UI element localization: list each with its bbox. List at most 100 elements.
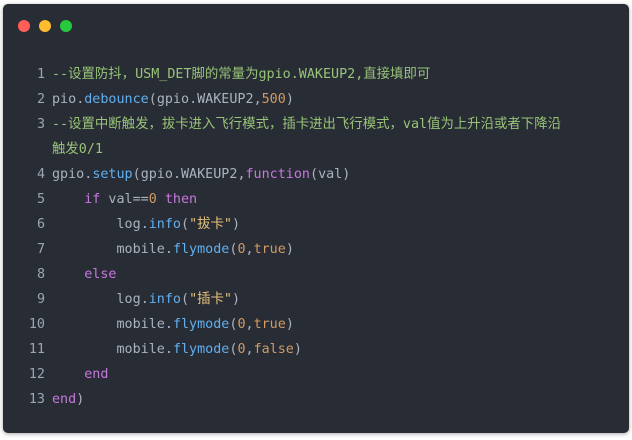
line-number: 10 (28, 317, 45, 332)
code-token: , (245, 342, 254, 357)
code-text: log.info("拔卡") (52, 212, 240, 237)
code-token: --设置防抖，USM_DET脚的常量为gpio.WAKEUP2,直接填即可 (52, 67, 431, 82)
code-token: WAKEUP2 (181, 167, 238, 182)
code-token: end (52, 392, 77, 407)
code-text: end) (52, 387, 84, 412)
code-token: 0 (237, 342, 246, 357)
code-token: debounce (84, 92, 149, 107)
code-text: mobile.flymode(0,false) (52, 337, 301, 362)
code-token: ( (181, 217, 190, 232)
code-text: --设置中断触发，拔卡进入飞行模式，插卡进出飞行模式，val值为上升沿或者下降沿 (52, 112, 561, 137)
code-token: flymode (172, 242, 230, 257)
code-token: ) (231, 217, 241, 232)
line-number: 8 (36, 267, 45, 282)
line-number: 9 (36, 292, 45, 307)
code-token: ( (148, 92, 157, 107)
code-token: ) (285, 317, 294, 332)
code-text: mobile.flymode(0,true) (52, 237, 294, 262)
code-token (52, 267, 84, 282)
code-token: . (164, 342, 173, 357)
code-token (52, 367, 84, 382)
code-token: ) (285, 242, 294, 257)
code-line: 5 if val==0 then (3, 187, 629, 212)
minimize-dot-icon[interactable] (39, 20, 51, 32)
line-number: 11 (28, 342, 45, 357)
code-token: ( (310, 167, 319, 182)
line-number: 6 (36, 217, 45, 232)
code-token: val (100, 192, 133, 207)
code-text: 触发0/1 (52, 137, 103, 162)
code-token: . (140, 217, 149, 232)
code-line: 10 mobile.flymode(0,true) (3, 312, 629, 337)
code-token: ) (285, 92, 294, 107)
code-token: , (253, 92, 262, 107)
code-token: end (84, 367, 109, 382)
code-token: true (253, 242, 286, 257)
code-line: 触发0/1 (3, 137, 629, 162)
code-text: log.info("插卡") (52, 287, 240, 312)
code-token: ( (229, 342, 238, 357)
code-token: val (318, 167, 343, 182)
maximize-dot-icon[interactable] (60, 20, 72, 32)
code-line: 6 log.info("拔卡") (3, 212, 629, 237)
code-line: 3 --设置中断触发，拔卡进入飞行模式，插卡进出飞行模式，val值为上升沿或者下降… (3, 112, 629, 137)
code-token: . (140, 292, 149, 307)
code-line: 8 else (3, 262, 629, 287)
code-line: 12 end (3, 362, 629, 387)
code-token: log (52, 292, 141, 307)
code-token: --设置中断触发，拔卡进入飞行模式，插卡进出飞行模式，val值为上升沿或者下降沿 (52, 117, 561, 132)
code-token: info (148, 217, 181, 232)
code-text: end (52, 362, 108, 387)
close-dot-icon[interactable] (18, 20, 30, 32)
code-token: 0 (148, 192, 157, 207)
code-token: if (84, 192, 101, 207)
code-line: 11 mobile.flymode(0,false) (3, 337, 629, 362)
code-token: log (52, 217, 141, 232)
code-token: . (189, 92, 198, 107)
code-token: ( (181, 292, 190, 307)
line-number: 7 (36, 242, 45, 257)
code-token: 0 (237, 317, 246, 332)
code-text: --设置防抖，USM_DET脚的常量为gpio.WAKEUP2,直接填即可 (52, 62, 430, 87)
code-token (52, 192, 84, 207)
code-token: gpio (156, 92, 190, 107)
code-text: else (52, 262, 116, 287)
code-token: flymode (172, 342, 230, 357)
code-text: mobile.flymode(0,true) (52, 312, 294, 337)
code-token: , (237, 167, 246, 182)
code-token: . (164, 242, 173, 257)
code-token: mobile (52, 342, 165, 357)
code-token: gpio (52, 167, 85, 182)
code-token: . (172, 167, 181, 182)
code-token: then (164, 192, 198, 207)
code-token: . (164, 317, 173, 332)
code-token: ( (229, 242, 238, 257)
line-number: 12 (28, 367, 45, 382)
line-number: 3 (36, 117, 45, 132)
code-line: 7 mobile.flymode(0,true) (3, 237, 629, 262)
code-token: true (253, 317, 286, 332)
code-text: if val==0 then (52, 187, 197, 212)
code-token (157, 192, 165, 207)
code-line: 1--设置防抖，USM_DET脚的常量为gpio.WAKEUP2,直接填即可 (3, 62, 629, 87)
code-token: , (245, 242, 254, 257)
code-token: . (84, 167, 93, 182)
line-number: 4 (36, 167, 45, 182)
code-token: 0 (237, 242, 246, 257)
code-token: ( (132, 167, 141, 182)
code-token: function (245, 167, 311, 182)
code-token: setup (92, 167, 133, 182)
line-number: 5 (36, 192, 45, 207)
code-token: false (253, 342, 294, 357)
code-token: 触发0/1 (52, 142, 103, 157)
code-token: "插卡" (189, 292, 232, 307)
code-line: 9 log.info("插卡") (3, 287, 629, 312)
code-token: 500 (261, 92, 286, 107)
code-token: ) (231, 292, 241, 307)
code-text: gpio.setup(gpio.WAKEUP2,function(val) (52, 162, 350, 187)
